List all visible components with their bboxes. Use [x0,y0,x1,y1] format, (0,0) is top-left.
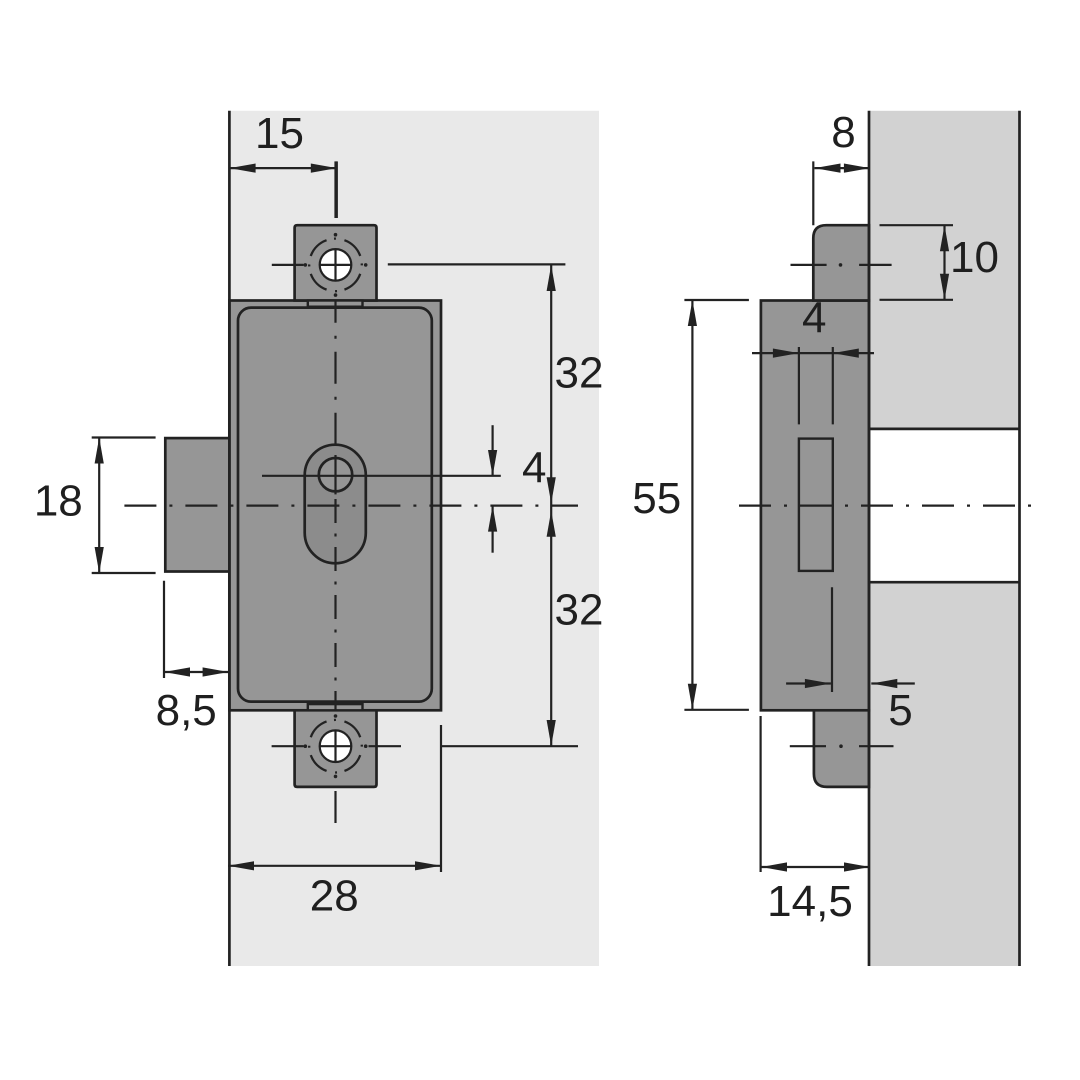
svg-text:15: 15 [255,109,304,158]
svg-text:18: 18 [34,477,83,526]
svg-text:14,5: 14,5 [767,877,853,926]
svg-text:10: 10 [950,233,999,282]
svg-text:28: 28 [310,872,359,921]
svg-text:4: 4 [802,294,826,343]
svg-text:8,5: 8,5 [156,686,217,735]
svg-text:5: 5 [888,686,912,735]
svg-text:32: 32 [555,586,604,635]
svg-text:4: 4 [522,444,546,493]
svg-text:55: 55 [632,474,681,523]
svg-text:32: 32 [555,349,604,398]
svg-text:8: 8 [831,108,855,157]
